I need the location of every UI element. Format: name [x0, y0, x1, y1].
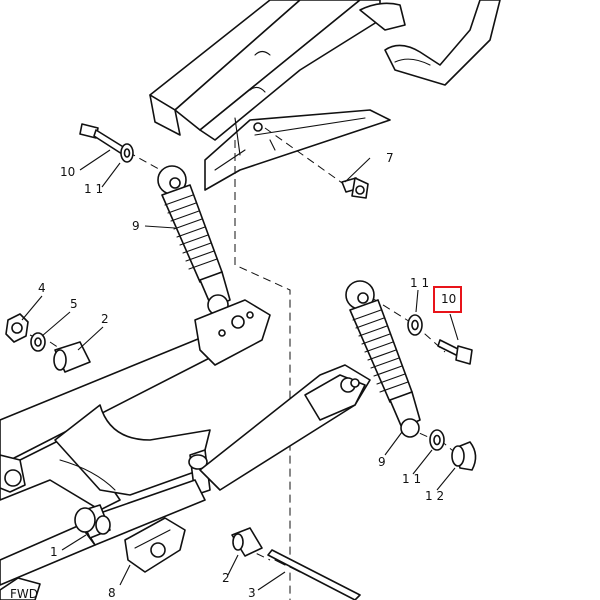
- callout-9-right: 9: [378, 455, 386, 469]
- forward-direction-mark: FWD: [0, 577, 41, 600]
- callout-2-upper: 2: [101, 312, 109, 326]
- callout-4: 4: [38, 281, 46, 295]
- callout-10-right: 10: [441, 292, 456, 306]
- bolt-part-10-upper: [79, 123, 126, 155]
- callout-3: 3: [248, 586, 256, 600]
- callout-2-lower: 2: [222, 571, 230, 585]
- collar-part-2-left: [53, 341, 91, 373]
- callout-7: 7: [386, 151, 394, 165]
- chain-guard-bracket: [204, 109, 391, 191]
- callout-11-lower: 1 1: [402, 472, 421, 486]
- washer-part-5: [30, 332, 46, 352]
- callout-labels: 10 1 1 9 7 4 5 2 1 1 10 9 1 1 1 2 1 8 2 …: [38, 151, 456, 600]
- swingarm: [0, 299, 371, 586]
- callout-12: 1 2: [425, 489, 444, 503]
- fwd-label: FWD: [10, 587, 38, 600]
- nut-part-4: [5, 313, 29, 343]
- callout-9-left: 9: [132, 219, 140, 233]
- callout-8: 8: [108, 586, 116, 600]
- left-shock-absorber: [157, 165, 231, 316]
- highlight-box: [433, 286, 462, 313]
- washer-part-11-right: [407, 314, 423, 336]
- callout-1: 1: [50, 545, 58, 559]
- callout-10-upper: 10: [60, 165, 75, 179]
- bolt-part-7: [341, 177, 369, 199]
- leader-lines: [21, 149, 459, 591]
- frame-rail: [149, 0, 501, 141]
- chain-adjuster-part-8: [124, 517, 186, 573]
- callout-11-right: 1 1: [410, 276, 429, 290]
- collar-part-2-lower: [231, 527, 263, 557]
- cap-nut-part-12: [451, 441, 477, 471]
- bolt-part-10-right: [437, 339, 473, 365]
- pivot-shaft-part-3: [267, 549, 361, 600]
- washer-part-11-upper: [120, 143, 134, 163]
- washer-part-11-lower: [429, 429, 445, 451]
- callout-5: 5: [70, 297, 78, 311]
- callout-11-upper: 1 1: [84, 182, 103, 196]
- right-shock-absorber: [345, 280, 421, 438]
- bushing-part-1: [74, 504, 111, 539]
